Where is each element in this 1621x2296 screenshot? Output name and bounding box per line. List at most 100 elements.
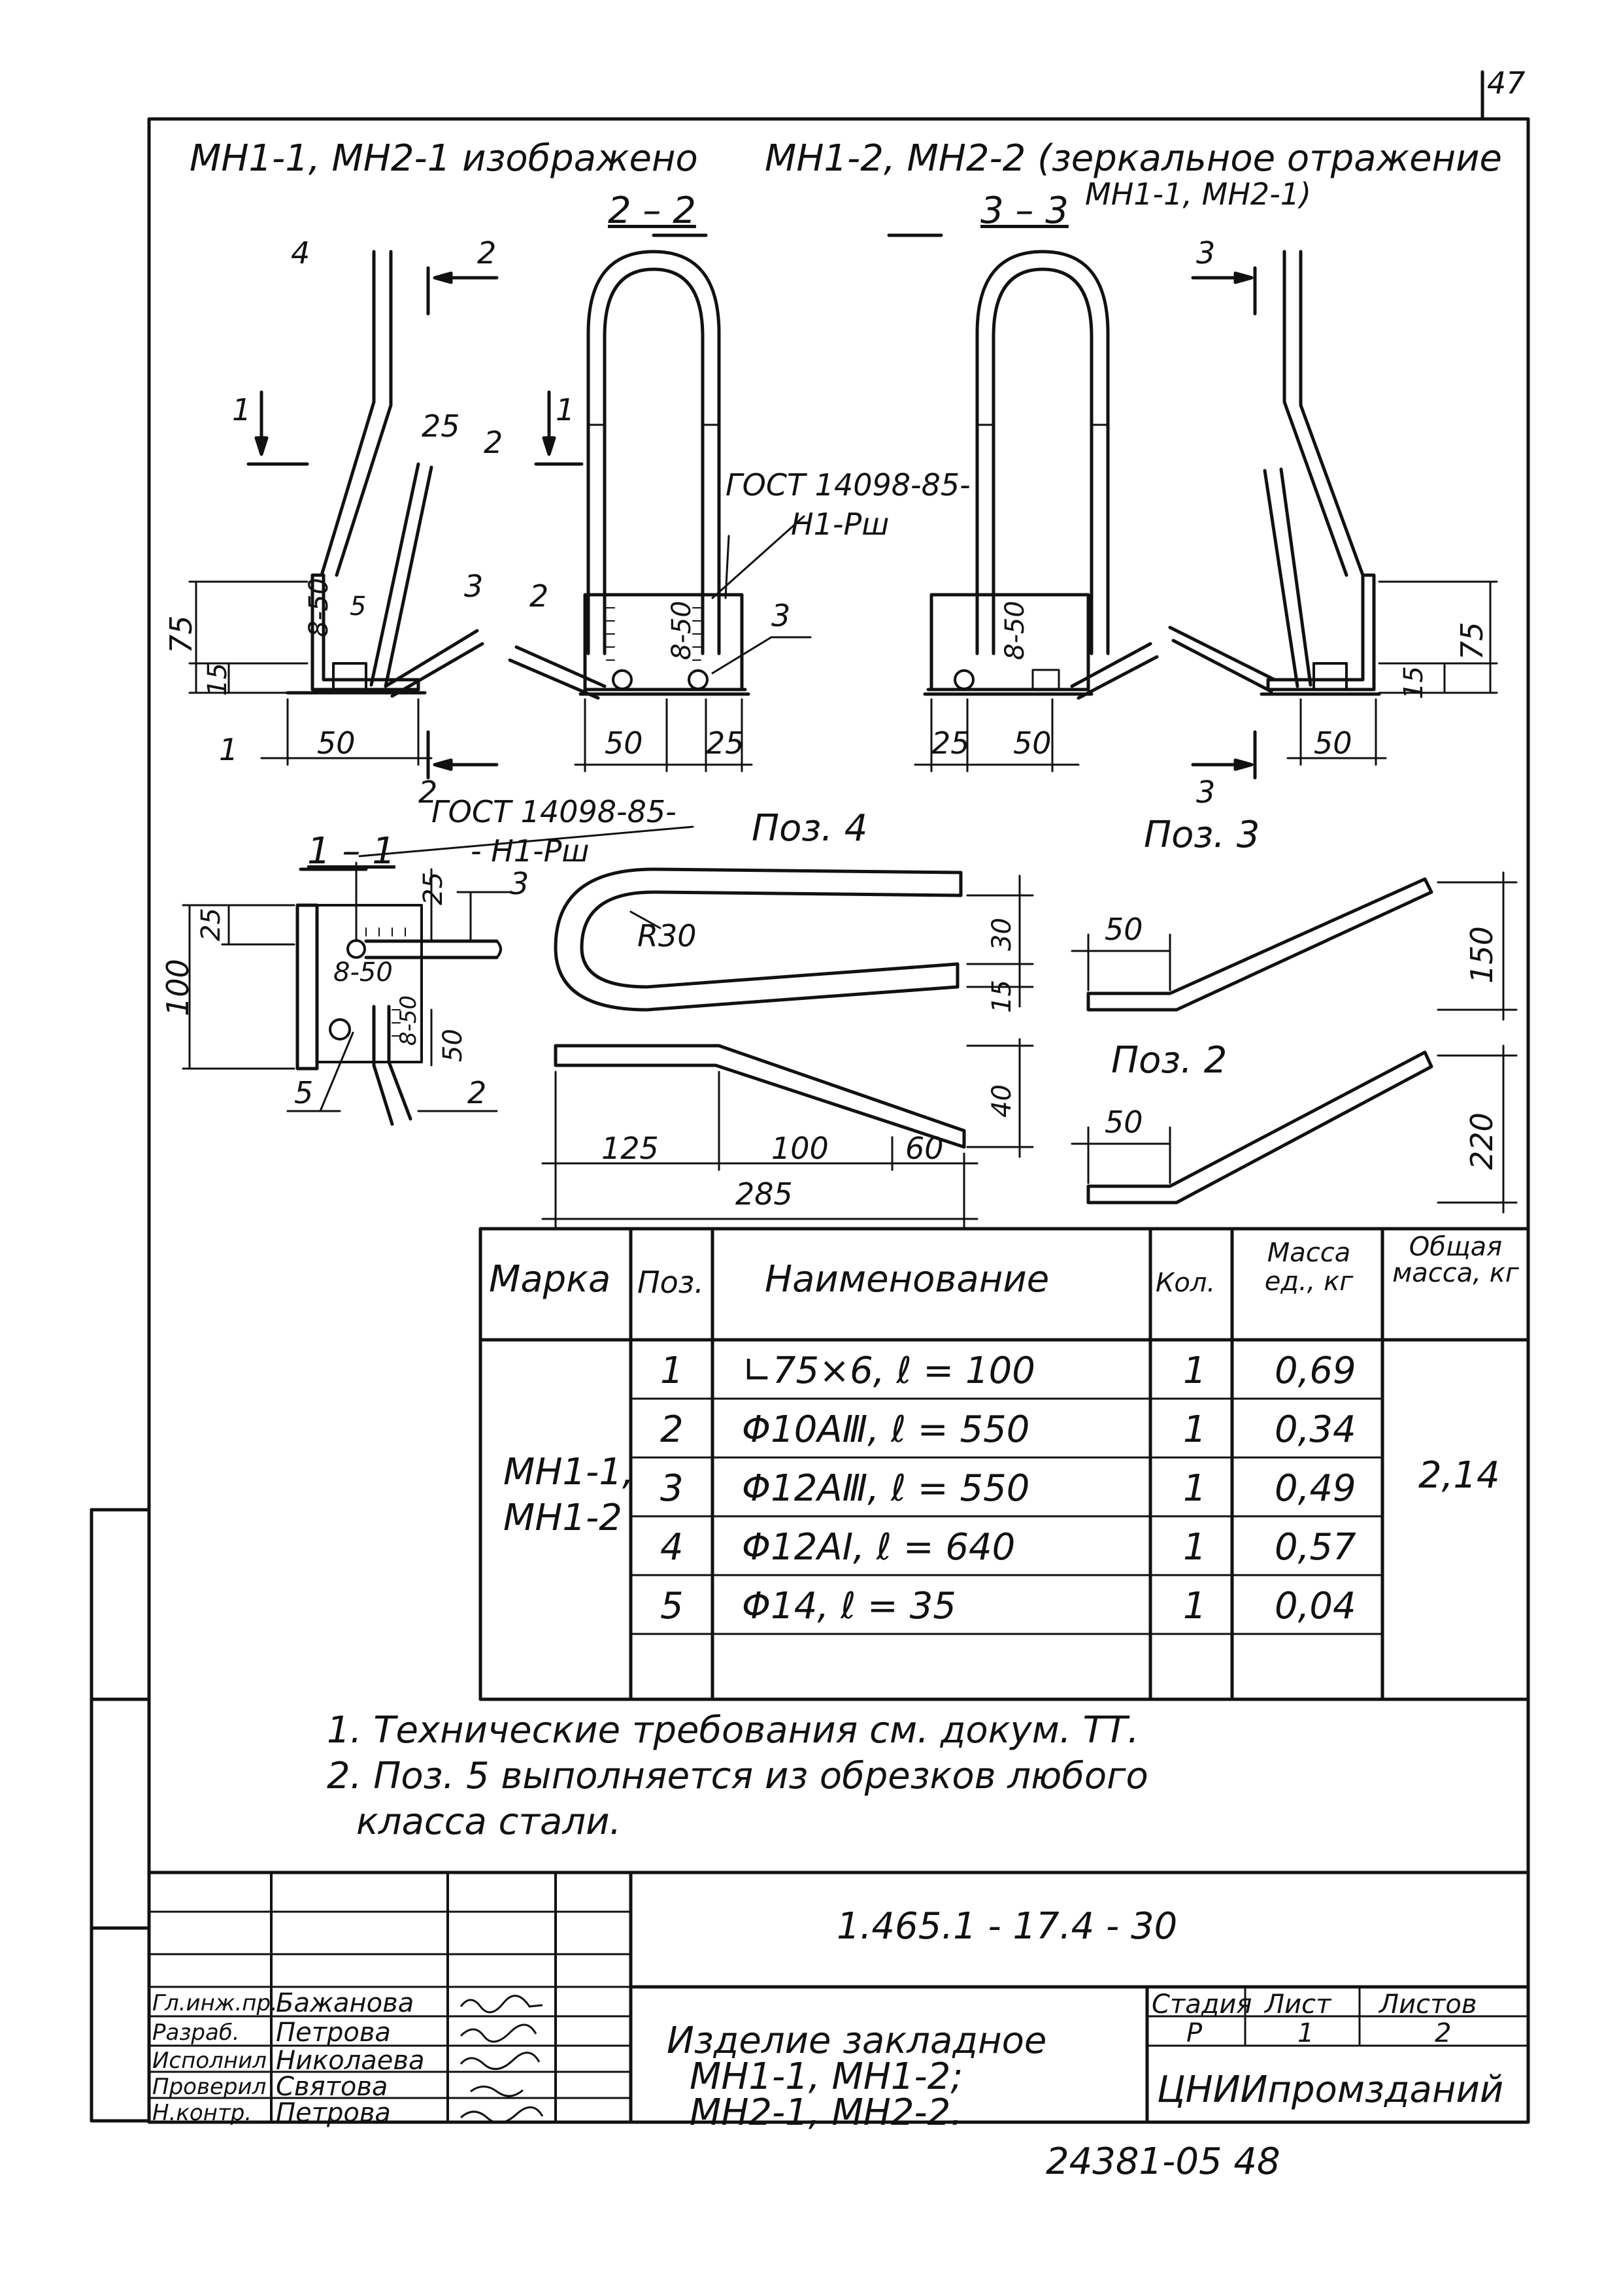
callout-3-view1: 3 — [464, 569, 484, 604]
role-5: Н.контр. — [152, 2100, 252, 2126]
dim-40: 40 — [987, 1084, 1017, 1118]
poz4-label: Поз. 4 — [752, 807, 868, 850]
sheet-value: 1 — [1297, 2018, 1314, 2048]
callout-2-view1: 2 — [484, 425, 503, 460]
callout-1: 1 — [219, 732, 239, 767]
th-mass-unit: Масса ед., кг — [1264, 1238, 1354, 1297]
dim-30-poz4: 30 — [987, 918, 1017, 951]
dim-50-poz2: 50 — [1105, 1105, 1143, 1140]
dim-285: 285 — [735, 1176, 793, 1212]
sheet-label: Лист — [1265, 1989, 1331, 2020]
weld-label-view1: 8-50 — [304, 578, 334, 637]
note-1: 1. Технические требования см. докум. ТТ. — [327, 1709, 1139, 1752]
callout-5-view1: 5 — [350, 591, 367, 622]
title-line-2: МН1-1, МН1-2; — [690, 2055, 963, 2098]
poz2-label: Поз. 2 — [1111, 1039, 1228, 1082]
page-number: 47 — [1487, 65, 1526, 101]
dim-50-poz3: 50 — [1105, 912, 1143, 947]
title-line-3: МН2-1, МН2-2. — [690, 2091, 963, 2134]
dim-25-view2: 25 — [706, 725, 744, 761]
row1-poz: 1 — [660, 1350, 684, 1392]
callout-3-sec1: 3 — [510, 866, 529, 901]
th-kol: Кол. — [1156, 1268, 1216, 1298]
dim-25-view3: 25 — [931, 725, 970, 761]
row5-poz: 5 — [660, 1585, 684, 1627]
header-left: МН1-1, МН2-1 изображено — [190, 137, 698, 180]
org-name: ЦНИИпромзданий — [1157, 2069, 1504, 2111]
stage-value: Р — [1186, 2018, 1203, 2048]
dim-125: 125 — [601, 1131, 659, 1166]
row5-name: Φ14, ℓ = 35 — [742, 1585, 956, 1627]
dim-15-left: 15 — [203, 663, 233, 696]
row3-name: Φ12АⅢ, ℓ = 550 — [742, 1467, 1030, 1510]
gost2-label-a: ГОСТ 14098-85- — [431, 794, 677, 829]
row2-poz: 2 — [660, 1408, 684, 1451]
cut-mark-3-bottom: 3 — [1196, 774, 1216, 810]
callout-2-view2: 2 — [529, 578, 549, 614]
th-mass-total: Общая масса, кг — [1392, 1232, 1519, 1288]
frame-border — [147, 117, 1530, 2124]
poz3-label: Поз. 3 — [1144, 814, 1260, 856]
dim-220: 220 — [1464, 1112, 1499, 1170]
row4-name: Φ12АⅠ, ℓ = 640 — [742, 1526, 1016, 1569]
cut-mark-2-top: 2 — [477, 235, 497, 271]
weld-label-view2: 8-50 — [667, 601, 697, 660]
cut-mark-1-view2: 1 — [556, 392, 575, 427]
row2-name: Φ10АⅢ, ℓ = 550 — [742, 1408, 1030, 1451]
th-marka: Марка — [489, 1258, 611, 1301]
dim-50-view1: 50 — [317, 725, 356, 761]
section-label-1-1: 1 – 1 — [307, 830, 395, 873]
dim-75-left: 75 — [163, 615, 199, 654]
dim-50-sec1: 50 — [438, 1029, 468, 1062]
footer-code: 24381-05 48 — [1046, 2140, 1280, 2183]
stage-label: Стадия — [1152, 1989, 1252, 2020]
cut-mark-2-bottom: 2 — [418, 774, 438, 810]
callout-3-view2: 3 — [771, 598, 791, 633]
th-name: Наименование — [765, 1258, 1050, 1301]
header-right-line1: МН1-2, МН2-2 (зеркальное отражение — [765, 137, 1502, 180]
weld-label-sec1-h: 8-50 — [333, 957, 393, 988]
marka-value-1: МН1-1, — [503, 1451, 634, 1493]
dim-15-right: 15 — [1399, 666, 1429, 699]
weld-label-sec1-v: 8-50 — [395, 995, 422, 1046]
callout-4: 4 — [291, 235, 310, 271]
dim-50-view2: 50 — [605, 725, 643, 761]
role-1: Гл.инж.пр. — [152, 1990, 278, 2016]
total-mass: 2,14 — [1418, 1454, 1500, 1497]
dim-25-sec1-left: 25 — [196, 908, 226, 941]
dim-50-view4: 50 — [1314, 725, 1352, 761]
dim-75-right: 75 — [1454, 622, 1490, 660]
row5-mass: 0,04 — [1275, 1585, 1356, 1627]
note-3: класса стали. — [356, 1801, 622, 1843]
role-4: Проверил — [152, 2074, 267, 2100]
marka-value-2: МН1-2 — [503, 1497, 622, 1539]
row1-kol: 1 — [1183, 1350, 1207, 1392]
gost2-label-b: - Н1-Рш — [471, 833, 590, 869]
role-3: Исполнил — [152, 2048, 267, 2074]
row3-poz: 3 — [660, 1467, 684, 1510]
weld-label-view3: 8-50 — [1000, 601, 1030, 660]
doc-code: 1.465.1 - 17.4 - 30 — [837, 1905, 1178, 1948]
dim-100-poz2: 100 — [771, 1131, 829, 1166]
row4-kol: 1 — [1183, 1526, 1207, 1569]
row4-poz: 4 — [660, 1526, 684, 1569]
row1-name: ∟75×6, ℓ = 100 — [742, 1350, 1035, 1392]
name-2: Петрова — [276, 2018, 391, 2048]
dim-15-poz4: 15 — [987, 980, 1017, 1013]
section-label-2-2: 2 – 2 — [608, 190, 696, 232]
name-4: Святова — [276, 2072, 388, 2102]
row4-mass: 0,57 — [1275, 1526, 1356, 1569]
name-5: Петрова — [276, 2098, 391, 2128]
callout-2-sec1: 2 — [467, 1075, 487, 1110]
gost-label-a: ГОСТ 14098-85- — [726, 467, 971, 503]
signatures — [460, 1995, 544, 2121]
role-2: Разраб. — [152, 2020, 240, 2046]
section-label-3-3: 3 – 3 — [980, 190, 1069, 232]
row3-kol: 1 — [1183, 1467, 1207, 1510]
dim-100-sec1: 100 — [160, 959, 195, 1016]
name-3: Николаева — [276, 2046, 425, 2076]
gost-label-b: Н1-Рш — [791, 507, 890, 542]
sheets-label: Листов — [1379, 1989, 1477, 2020]
